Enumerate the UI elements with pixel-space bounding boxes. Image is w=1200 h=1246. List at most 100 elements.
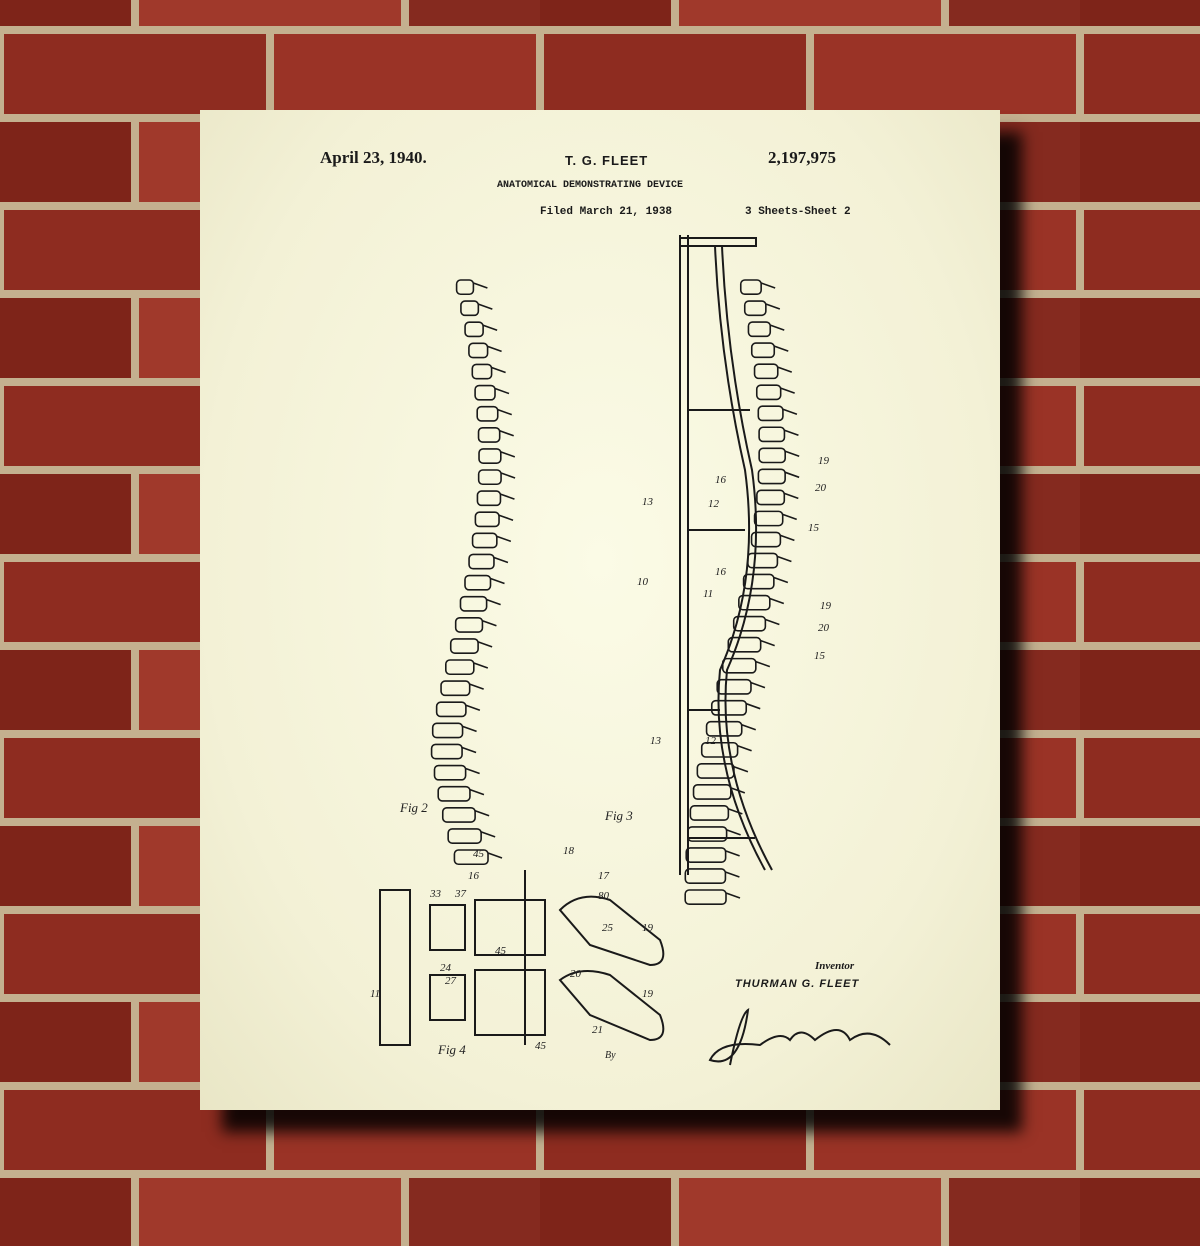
reference-numeral: 45	[473, 848, 484, 860]
spinous-process	[765, 303, 781, 310]
vertebra	[430, 743, 463, 760]
patent-date: April 23, 1940.	[320, 148, 427, 167]
spinous-process	[780, 387, 795, 394]
fig2-label: Fig 2	[400, 800, 428, 815]
reference-numeral: 19	[820, 600, 831, 612]
vertebra	[454, 616, 484, 633]
vertebra	[758, 426, 786, 443]
reference-numeral: 18	[563, 845, 574, 857]
spinous-process	[784, 429, 799, 436]
spine-figure-3	[684, 279, 800, 906]
vertebra	[732, 615, 767, 632]
vertebra	[742, 573, 775, 590]
spinous-process	[500, 472, 516, 479]
filed-date: Filed March 21, 1938	[540, 206, 673, 218]
vertebra	[685, 847, 727, 863]
inventor-name: THURMAN G. FLEET	[735, 978, 860, 990]
spinous-process	[782, 513, 797, 521]
spinous-process	[782, 408, 798, 415]
spinous-process	[491, 366, 506, 374]
spinous-process	[482, 620, 497, 627]
spinous-process	[469, 683, 484, 690]
reference-numeral: 37	[455, 888, 466, 900]
spinous-process	[730, 787, 746, 794]
reference-numeral: 13	[650, 735, 661, 747]
spinous-process	[482, 324, 498, 331]
vertebra	[477, 426, 501, 443]
vertebra	[464, 574, 492, 591]
sheet-count: 3 Sheets-Sheet 2	[745, 206, 851, 218]
spinous-process	[725, 871, 740, 878]
spinous-process	[769, 324, 785, 331]
spinous-process	[780, 534, 795, 542]
vertebra	[440, 680, 471, 697]
reference-numeral: 80	[598, 890, 609, 902]
spinous-process	[737, 745, 752, 752]
spinous-process	[755, 660, 771, 668]
vertebra	[474, 384, 496, 401]
spinous-process	[777, 555, 792, 563]
reference-numeral: 12	[705, 735, 716, 747]
reference-numeral: 19	[818, 455, 829, 467]
vertebra	[727, 636, 762, 653]
spinous-process	[469, 788, 485, 796]
spinous-process	[478, 303, 493, 310]
spinous-process	[480, 831, 496, 838]
vertebra	[753, 510, 784, 527]
spinous-process	[498, 514, 514, 521]
vertebra	[750, 531, 782, 548]
by-label: By	[605, 1050, 616, 1061]
inventor-label: Inventor	[815, 960, 855, 972]
vertebra	[437, 785, 471, 802]
vertebra	[471, 532, 498, 549]
spinous-process	[496, 535, 512, 543]
spinous-process	[500, 451, 516, 458]
patent-drawing	[379, 235, 891, 1066]
spinous-process	[473, 662, 489, 669]
vertebra	[684, 868, 727, 884]
vertebra	[684, 889, 727, 906]
vertebra	[710, 699, 748, 716]
spinous-process	[490, 577, 505, 585]
patent-poster: April 23, 1940. T. G. FLEET 2,197,975 AN…	[200, 110, 1000, 1110]
vertebra	[476, 405, 499, 422]
signature-mark	[708, 1008, 891, 1066]
vertebra	[721, 657, 757, 674]
reference-numeral: 13	[642, 496, 653, 508]
spinous-process	[462, 725, 477, 733]
vertebra	[468, 553, 495, 570]
vertebra	[716, 678, 752, 695]
vertebra	[739, 279, 762, 296]
spinous-process	[465, 704, 481, 711]
reference-numeral: 19	[642, 922, 653, 934]
spinous-process	[465, 767, 480, 775]
reference-numeral: 16	[715, 566, 726, 578]
vertebra	[758, 447, 786, 464]
vertebra	[687, 826, 728, 842]
spinous-process	[486, 598, 501, 606]
vertebra	[747, 321, 772, 338]
reference-numeral: 21	[592, 1024, 603, 1036]
patent-number: 2,197,975	[768, 148, 836, 167]
vertebra	[705, 720, 743, 737]
spinous-process	[726, 829, 741, 836]
vertebra	[743, 300, 767, 317]
spinous-process	[741, 723, 757, 731]
vertebra	[435, 701, 467, 718]
reference-numeral: 45	[495, 945, 506, 957]
spinous-process	[493, 556, 509, 564]
spinous-process	[725, 850, 740, 857]
spinous-process	[487, 345, 502, 353]
reference-numeral: 11	[370, 988, 381, 1000]
spinous-process	[497, 408, 513, 416]
spinous-process	[499, 430, 514, 437]
vertebra	[756, 489, 786, 506]
vertebra	[476, 490, 502, 507]
reference-numeral: 20	[815, 482, 826, 494]
reference-numeral: 15	[814, 650, 825, 662]
vertebra	[757, 468, 786, 485]
vertebra	[460, 300, 480, 317]
spinous-process	[487, 852, 503, 859]
reference-numeral: 45	[535, 1040, 546, 1052]
spinous-process	[745, 702, 761, 710]
